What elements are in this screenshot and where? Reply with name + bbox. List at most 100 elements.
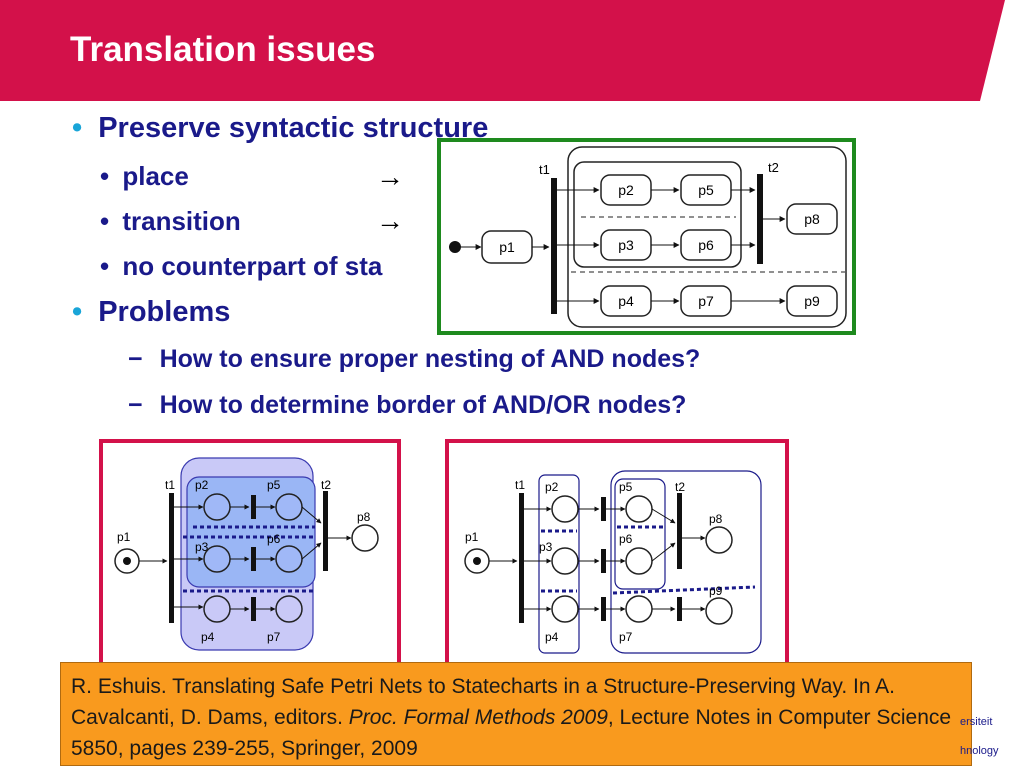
bullet-text: no counterpart of sta bbox=[122, 251, 383, 281]
transition-bar-t1 bbox=[551, 178, 557, 314]
place-label: p8 bbox=[357, 510, 371, 524]
petri-net-figure-1: p1 t1 p2 p3 p4 p5 p6 p7 t2 p8 bbox=[99, 439, 401, 667]
state-label: p3 bbox=[618, 237, 634, 253]
bullet-text: How to determine border of AND/OR nodes? bbox=[159, 391, 687, 419]
bullet-preserve-structure: • Preserve syntactic structure bbox=[72, 112, 488, 145]
bullet-nesting-question: − How to ensure proper nesting of AND no… bbox=[128, 345, 700, 374]
citation-box: R. Eshuis. Translating Safe Petri Nets t… bbox=[60, 662, 972, 766]
place-label: p1 bbox=[117, 530, 131, 544]
state-label: p5 bbox=[698, 182, 714, 198]
place-p6 bbox=[275, 545, 303, 573]
place-p6 bbox=[625, 547, 653, 575]
state-label: p9 bbox=[804, 293, 820, 309]
bullet-dot: • bbox=[72, 112, 83, 144]
bullet-text: transition bbox=[122, 206, 241, 236]
petri-net-diagram-2: p1 t1 p2 p3 p4 p5 p6 p7 t2 p8 bbox=[464, 470, 762, 654]
state-label: p2 bbox=[618, 182, 634, 198]
transition-label: t1 bbox=[539, 162, 550, 177]
place-p3 bbox=[203, 545, 231, 573]
place-label: p4 bbox=[201, 630, 215, 644]
statechart-diagram: p1 t1 p2 p5 p3 p6 t2 p8 p4 p7 bbox=[449, 146, 847, 328]
header-bar bbox=[0, 0, 1005, 101]
place-label: p8 bbox=[709, 512, 723, 526]
and-state-inner bbox=[573, 161, 742, 268]
transition-bar-t2 bbox=[677, 493, 682, 569]
place-p3 bbox=[551, 547, 579, 575]
university-logo-text: ersiteit hnology bbox=[960, 708, 999, 766]
place-label: p5 bbox=[619, 480, 633, 494]
bullet-problems: • Problems bbox=[72, 296, 230, 329]
place-p8 bbox=[351, 524, 379, 552]
dash-marker: − bbox=[128, 391, 143, 419]
region-box bbox=[610, 470, 762, 654]
state-label: p1 bbox=[499, 239, 515, 255]
transition-label: t2 bbox=[675, 480, 685, 494]
bullet-text: Problems bbox=[98, 296, 231, 328]
transition-label: t2 bbox=[321, 478, 331, 492]
place-label: p4 bbox=[545, 630, 559, 644]
place-label: p2 bbox=[545, 480, 559, 494]
bullet-text: place bbox=[122, 161, 189, 191]
place-p4 bbox=[203, 595, 231, 623]
place-p2 bbox=[203, 493, 231, 521]
state-p9 bbox=[786, 285, 838, 317]
statechart-figure: p1 t1 p2 p5 p3 p6 t2 p8 p4 p7 bbox=[437, 138, 856, 335]
state-label: p4 bbox=[618, 293, 634, 309]
place-p7 bbox=[625, 595, 653, 623]
bullet-text: Preserve syntactic structure bbox=[98, 112, 489, 144]
slide-title: Translation issues bbox=[70, 30, 376, 69]
place-label: p3 bbox=[195, 540, 209, 554]
state-label: p7 bbox=[698, 293, 714, 309]
initial-state bbox=[449, 241, 461, 253]
transition-bar-t2 bbox=[757, 174, 763, 264]
transition-bar-t2 bbox=[323, 491, 328, 571]
arrow-right-icon: → bbox=[376, 205, 404, 236]
logo-line: ersiteit bbox=[960, 716, 993, 728]
bullet-dot: • bbox=[100, 251, 110, 281]
bullet-dot: • bbox=[100, 206, 110, 236]
token bbox=[123, 557, 131, 565]
place-p5 bbox=[275, 493, 303, 521]
citation-text: , Lecture Notes in Computer Science 5850… bbox=[71, 706, 952, 760]
logo-line: hnology bbox=[960, 745, 999, 757]
citation-text: R. Eshuis. Translating Safe Petri Nets t… bbox=[71, 675, 896, 729]
place-label: p1 bbox=[465, 530, 479, 544]
place-label: p6 bbox=[267, 532, 281, 546]
bullet-no-counterpart: • no counterpart of sta bbox=[100, 251, 382, 282]
region-box bbox=[538, 474, 580, 654]
state-label: p8 bbox=[804, 211, 820, 227]
place-p7 bbox=[275, 595, 303, 623]
place-label: p7 bbox=[267, 630, 281, 644]
place-p2 bbox=[551, 495, 579, 523]
state-p8 bbox=[786, 203, 838, 235]
region-box bbox=[614, 478, 666, 590]
place-label: p6 bbox=[619, 532, 633, 546]
bullet-dot: • bbox=[72, 296, 83, 328]
bullet-place: • place bbox=[100, 161, 189, 192]
bullet-dot: • bbox=[100, 161, 110, 191]
place-p4 bbox=[551, 595, 579, 623]
transition-label: t1 bbox=[515, 478, 525, 492]
bullet-transition: • transition bbox=[100, 206, 241, 237]
transition-bar-t1 bbox=[519, 493, 524, 623]
place-label: p2 bbox=[195, 478, 209, 492]
place-p5 bbox=[625, 495, 653, 523]
arrow-right-icon: → bbox=[376, 161, 404, 192]
dash-marker: − bbox=[128, 345, 143, 373]
citation-venue: Proc. Formal Methods 2009 bbox=[348, 706, 608, 729]
petri-net-figure-2: p1 t1 p2 p3 p4 p5 p6 p7 t2 p8 bbox=[445, 439, 789, 667]
place-label: p9 bbox=[709, 584, 723, 598]
place-label: p5 bbox=[267, 478, 281, 492]
state-label: p6 bbox=[698, 237, 714, 253]
transition-bar-t1 bbox=[169, 493, 174, 623]
petri-net-diagram-1: p1 t1 p2 p3 p4 p5 p6 p7 t2 p8 bbox=[114, 457, 379, 651]
place-label: p3 bbox=[539, 540, 553, 554]
place-p8 bbox=[705, 526, 733, 554]
token bbox=[473, 557, 481, 565]
place-p9 bbox=[705, 597, 733, 625]
bullet-border-question: − How to determine border of AND/OR node… bbox=[128, 391, 686, 420]
transition-label: t2 bbox=[768, 160, 779, 175]
transition-label: t1 bbox=[165, 478, 175, 492]
and-state-outer bbox=[567, 146, 847, 328]
place-label: p7 bbox=[619, 630, 633, 644]
